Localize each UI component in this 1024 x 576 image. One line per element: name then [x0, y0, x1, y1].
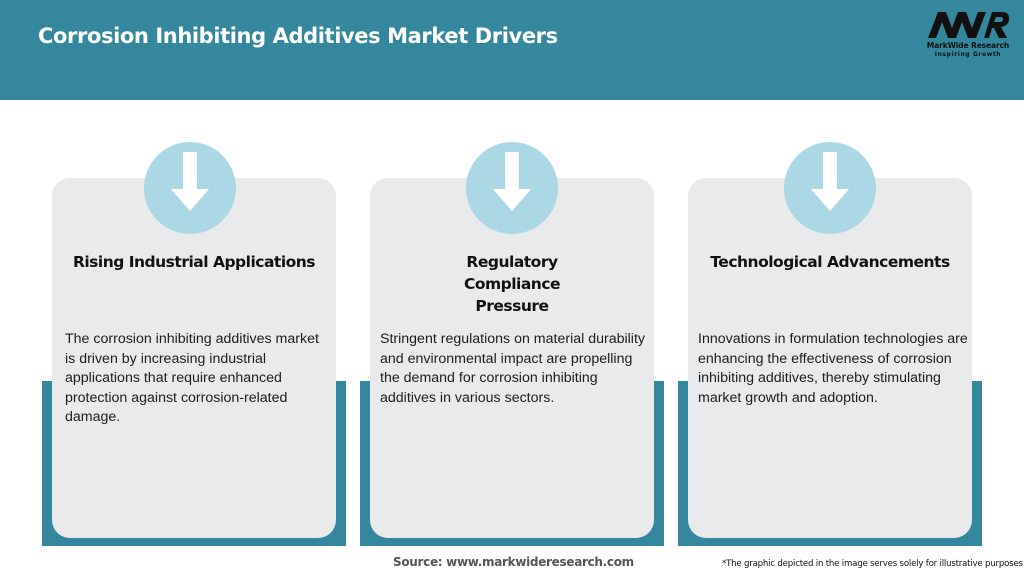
header-banner: Corrosion Inhibiting Additives Market Dr… — [0, 0, 1024, 100]
card-description: Innovations in formulation technologies … — [698, 331, 968, 406]
logo-name: MarkWide Research — [926, 41, 1010, 50]
card-icon-circle — [784, 142, 876, 234]
card-icon-circle — [466, 142, 558, 234]
page-title: Corrosion Inhibiting Additives Market Dr… — [38, 24, 558, 48]
driver-card-regulatory-compliance-pressure: Regulatory Compliance Pressure Stringent… — [370, 178, 654, 538]
arrow-down-icon — [171, 152, 209, 211]
arrow-down-icon — [811, 152, 849, 211]
card-title: Technological Advancements — [710, 253, 950, 271]
driver-card-rising-industrial-applications: Rising Industrial Applications The corro… — [52, 178, 336, 538]
card-icon-circle — [144, 142, 236, 234]
source-credit: Source: www.markwideresearch.com — [393, 555, 634, 569]
card-description: Stringent regulations on material durabi… — [380, 331, 645, 406]
mwr-logo-icon — [928, 12, 1010, 38]
driver-card-technological-advancements: Technological Advancements Innovations i… — [688, 178, 972, 538]
card-title: Rising Industrial Applications — [72, 253, 316, 271]
card-title: Regulatory Compliance Pressure — [463, 253, 561, 315]
logo-tagline: Inspiring Growth — [934, 51, 1002, 58]
card-description: The corrosion inhibiting additives marke… — [65, 331, 319, 425]
disclaimer-note: *The graphic depicted in the image serve… — [722, 559, 1023, 569]
markwide-research-logo: MarkWide Research Inspiring Growth — [922, 10, 1014, 60]
arrow-down-icon — [493, 152, 531, 211]
